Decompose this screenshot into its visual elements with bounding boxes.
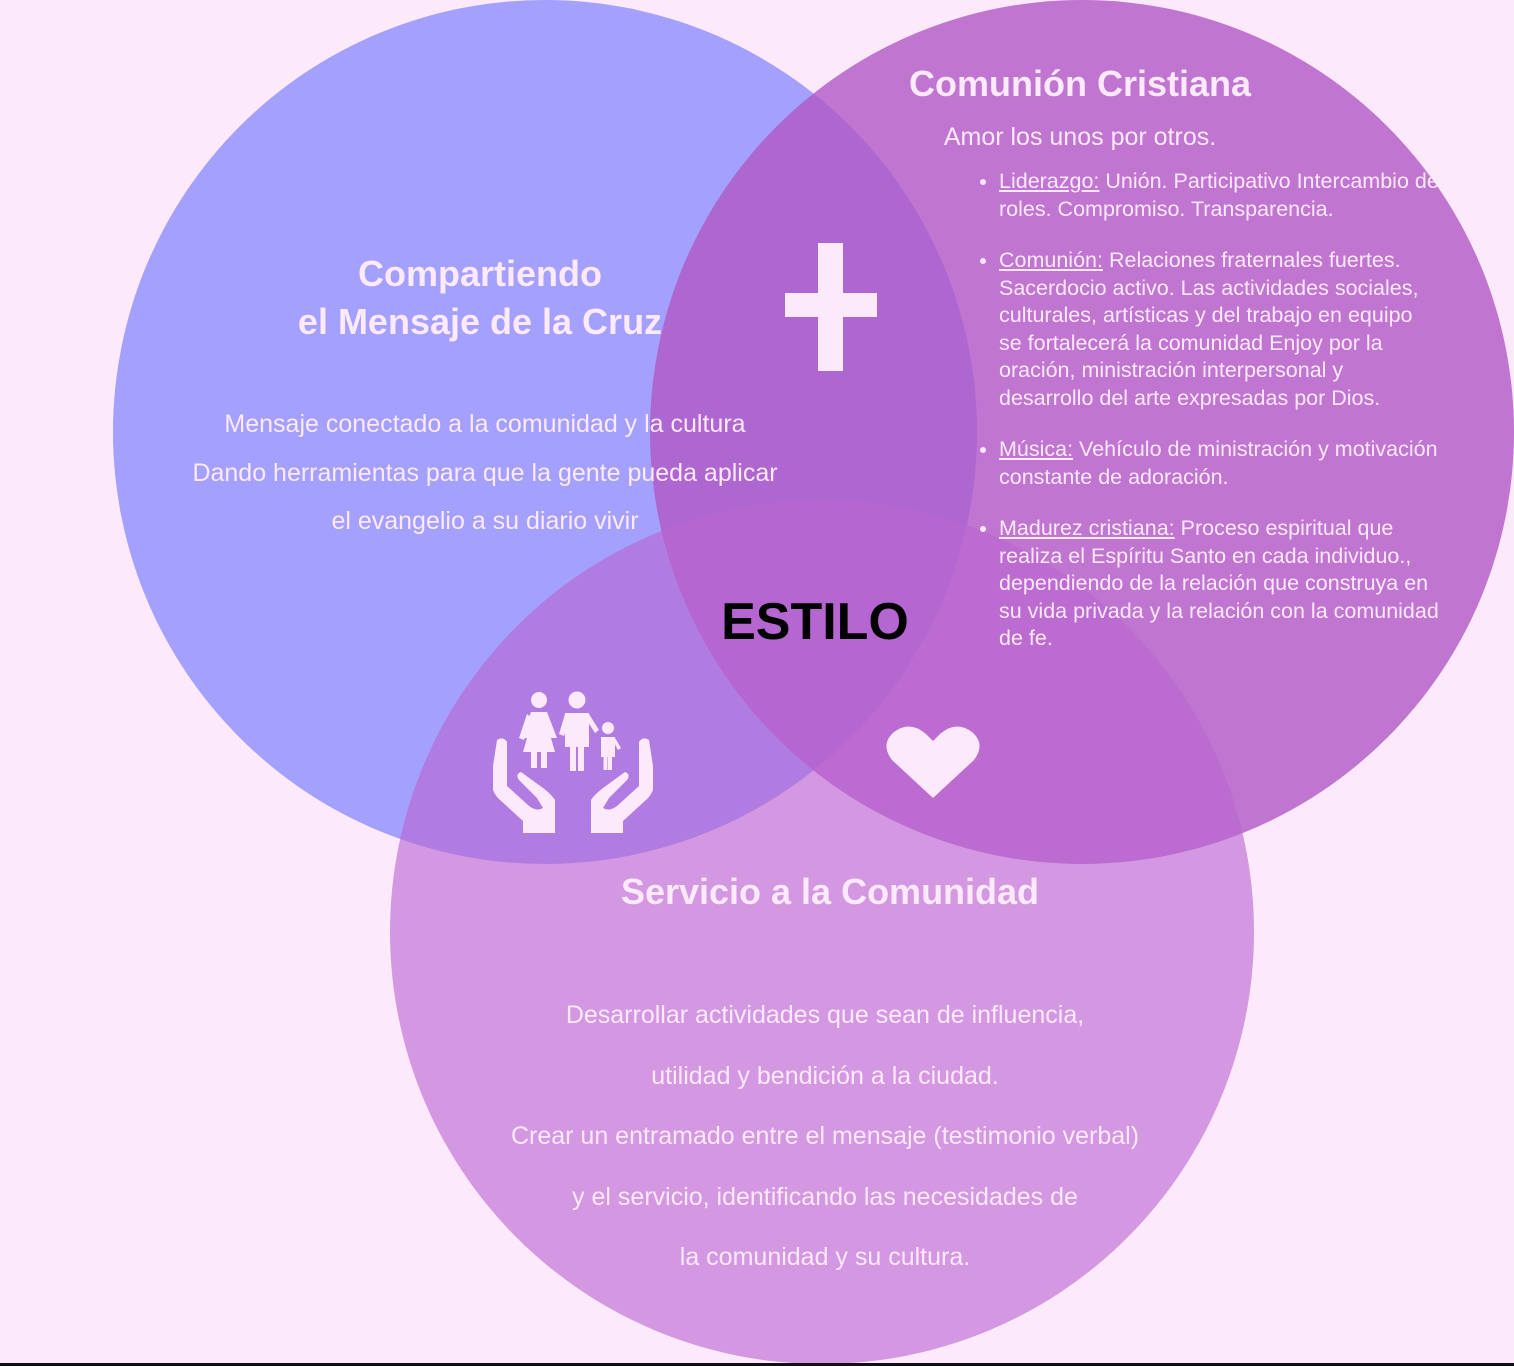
description-line: Desarrollar actividades que sean de infl… [565,1001,1085,1029]
description-line: Mensaje conectado a la comunidad y la cu… [224,410,746,438]
bullet-term: Comunión: [999,248,1103,272]
family-hands-icon [493,691,653,833]
cross-icon [785,243,877,371]
description-line: utilidad y bendición a la ciudad. [651,1061,999,1090]
bullet-text: Unión. Participativo Intercambio de role… [999,169,1439,221]
center-label: ESTILO [721,593,909,651]
bullet-text: Vehículo de ministración y motivación co… [999,437,1438,489]
bullet-item: Música: Vehículo de ministración y motiv… [999,436,1439,491]
circle-servicio [390,500,1254,1364]
bullet-item: Liderazgo: Unión. Participativo Intercam… [999,168,1439,223]
circle-mensaje-title: Compartiendo el Mensaje de la Cruz [230,250,730,346]
circle-comunion-title: Comunión Cristiana [908,63,1252,104]
bullet-term: Madurez cristiana: [999,516,1175,540]
heart-icon [886,726,980,798]
title-line-1: Compartiendo [357,253,602,294]
description-line: Crear un entramado entre el mensaje (tes… [510,1122,1140,1150]
description-line: el evangelio a su diario vivir [331,507,639,535]
bullet-term: Liderazgo: [999,169,1100,193]
bullet-item: Madurez cristiana: Proceso espiritual qu… [999,515,1439,653]
bullet-text: Relaciones fraternales fuertes. Sacerdoc… [999,248,1419,410]
description-line: y el servicio, identificando las necesid… [572,1182,1078,1211]
bullet-item: Comunión: Relaciones fraternales fuertes… [999,247,1439,412]
bullet-term: Música: [999,437,1074,461]
circle-comunion-subtitle: Amor los unos por otros. [943,123,1217,151]
description-line: la comunidad y su cultura. [679,1243,971,1271]
comunion-bullet-list: Liderazgo: Unión. Participativo Intercam… [975,168,1439,677]
bottom-border [0,1363,1514,1366]
title-line-2: el Mensaje de la Cruz [297,301,663,342]
description-line: Dando herramientas para que la gente pue… [192,458,778,487]
circle-mensaje-description: Mensaje conectado a la comunidad y la cu… [135,400,835,546]
circle-servicio-description: Desarrollar actividades que sean de infl… [440,985,1210,1288]
bullet-text: Proceso espiritual que realiza el Espíri… [999,516,1439,650]
circle-servicio-title: Servicio a la Comunidad [620,871,1040,912]
